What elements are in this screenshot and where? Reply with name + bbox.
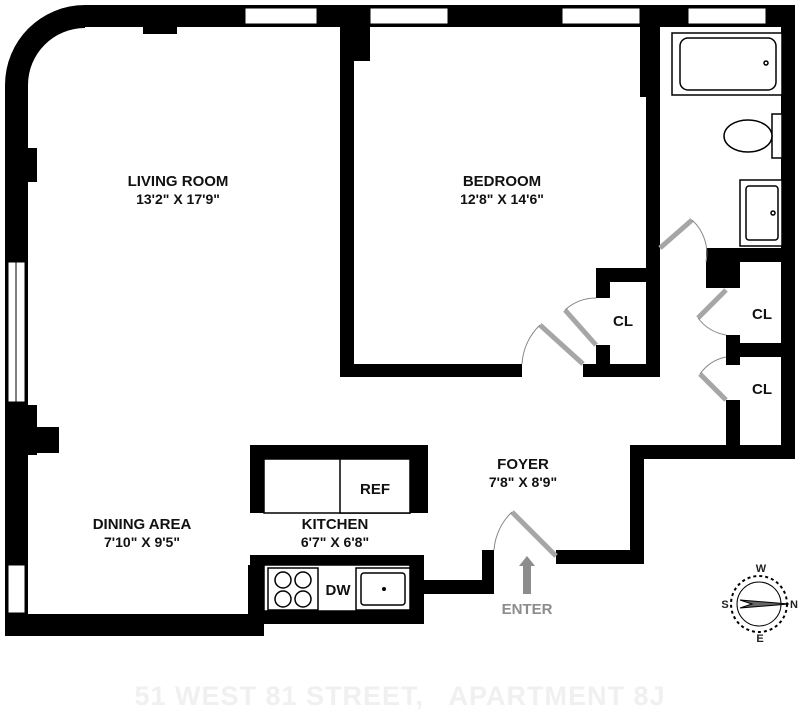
stove — [267, 567, 319, 611]
hall-closet-upper-label: CL — [752, 306, 772, 323]
dining-area-dims: 7'10" X 9'5" — [104, 534, 180, 550]
compass-rose: W N E S — [721, 563, 798, 645]
compass-west: W — [756, 563, 767, 575]
entry-arrow — [519, 556, 535, 594]
compass-needle — [739, 599, 790, 609]
bedroom-closet-label: CL — [613, 313, 633, 330]
toilet-bowl — [723, 119, 773, 153]
room-labels: LIVING ROOM 13'2" X 17'9" BEDROOM 12'8" … — [93, 173, 772, 618]
windows — [7, 7, 767, 614]
kitchen-dims: 6'7" X 6'8" — [301, 534, 369, 550]
living-room-dims: 13'2" X 17'9" — [136, 191, 220, 207]
enter-label: ENTER — [502, 601, 553, 618]
dishwasher-label: DW — [326, 582, 352, 599]
curved-window — [8, 8, 83, 83]
refrigerator — [339, 458, 411, 514]
bedroom-name: BEDROOM — [463, 173, 541, 190]
living-room-name: LIVING ROOM — [128, 173, 229, 190]
foyer-name: FOYER — [497, 456, 549, 473]
bedroom-dims: 12'8" X 14'6" — [460, 191, 544, 207]
interior-walls — [250, 27, 795, 565]
kitchen-name: KITCHEN — [302, 516, 369, 533]
address-caption: 51 WEST 81 STREET, APARTMENT 8J — [134, 681, 665, 711]
hall-closet-lower-label: CL — [752, 381, 772, 398]
kitchen-fixtures — [263, 458, 411, 612]
compass-north: N — [790, 599, 798, 611]
columns — [25, 27, 177, 455]
bathroom-fixtures — [671, 32, 783, 247]
compass-east: E — [756, 633, 763, 645]
sink-drain — [382, 587, 386, 591]
compass-south: S — [721, 599, 728, 611]
foyer-dims: 7'8" X 8'9" — [489, 474, 557, 490]
doors — [493, 218, 728, 558]
dining-area-name: DINING AREA — [93, 516, 192, 533]
refrigerator-label: REF — [360, 481, 390, 498]
toilet-tank — [771, 113, 783, 159]
stove-burners — [274, 571, 312, 608]
